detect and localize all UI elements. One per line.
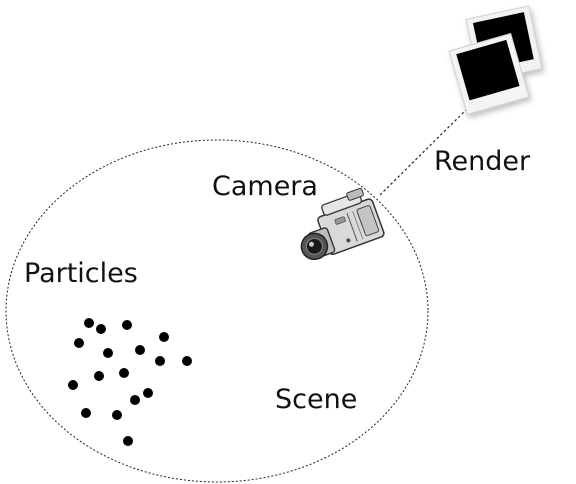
particles-label: Particles bbox=[24, 258, 138, 289]
particle bbox=[119, 368, 129, 378]
particle-cloud bbox=[68, 318, 192, 446]
camera-label: Camera bbox=[212, 171, 318, 202]
scene-boundary bbox=[5, 139, 429, 483]
particle bbox=[84, 318, 94, 328]
particle bbox=[94, 371, 104, 381]
particle bbox=[159, 332, 169, 342]
particle bbox=[74, 338, 84, 348]
particle bbox=[112, 410, 122, 420]
particle bbox=[123, 436, 133, 446]
particle bbox=[130, 395, 140, 405]
render-arrow bbox=[379, 101, 475, 196]
particle bbox=[135, 345, 145, 355]
particle bbox=[143, 388, 153, 398]
particle bbox=[182, 356, 192, 366]
particle bbox=[96, 324, 106, 334]
particle bbox=[103, 348, 113, 358]
particle bbox=[81, 408, 91, 418]
particle bbox=[122, 320, 132, 330]
render-label: Render bbox=[434, 146, 531, 177]
particle bbox=[155, 356, 165, 366]
photo-stack-icon bbox=[448, 5, 543, 116]
camcorder-icon bbox=[300, 187, 385, 261]
scene-label: Scene bbox=[275, 384, 358, 415]
particle bbox=[68, 380, 78, 390]
